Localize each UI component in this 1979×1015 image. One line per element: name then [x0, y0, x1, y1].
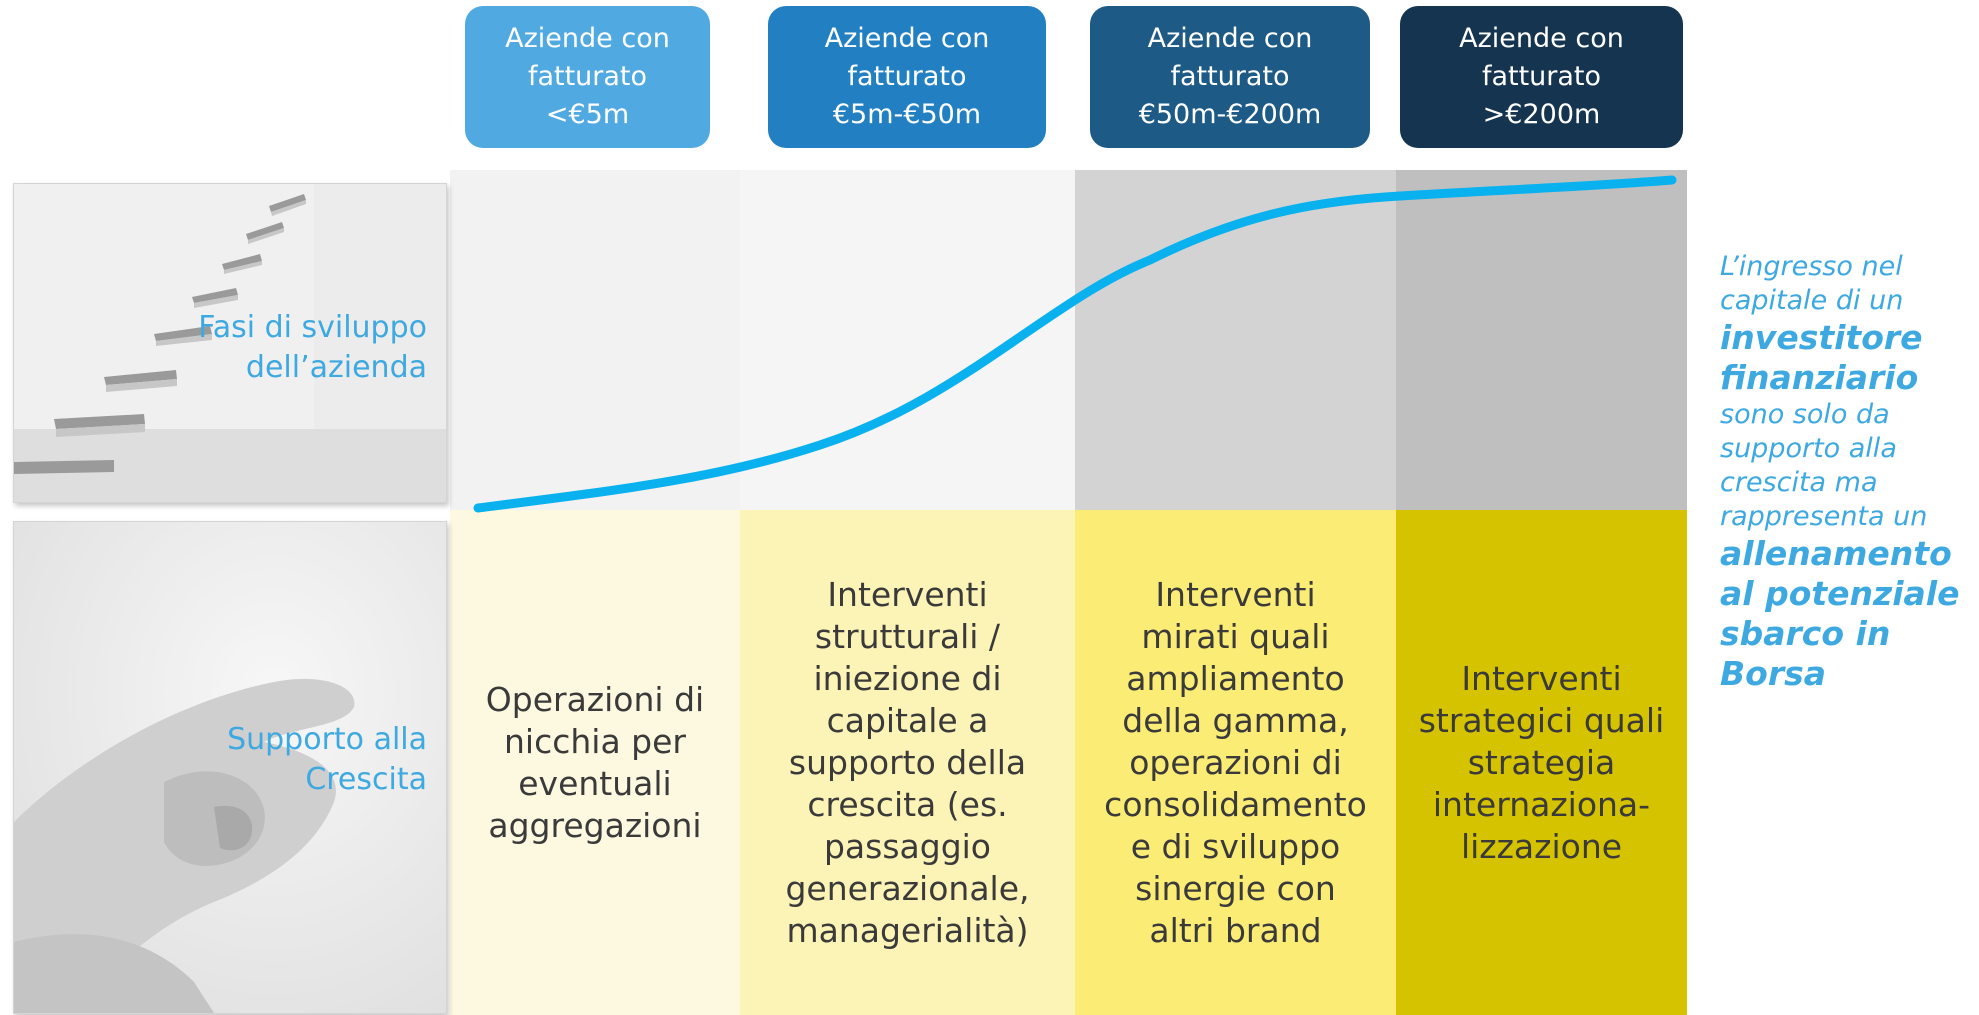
header-line: Aziende con	[505, 23, 670, 54]
support-line: strutturali /	[814, 616, 1001, 656]
investor-quote: L’ingresso nel capitale di un investitor…	[1720, 250, 1975, 694]
support-line: ampliamento	[1126, 658, 1345, 698]
support-text-1: Operazioni di nicchia per eventuali aggr…	[455, 510, 735, 1015]
quote-line: rappresenta un	[1720, 501, 1928, 532]
quote-line-emphasis: investitore	[1720, 318, 1923, 357]
support-line: passaggio	[823, 826, 991, 866]
support-band-2	[740, 510, 1075, 1015]
quote-line-emphasis: al potenziale	[1720, 574, 1960, 613]
header-line: <€5m	[545, 99, 630, 130]
header-line: Aziende con	[1147, 23, 1313, 54]
support-text-3: Interventi mirati quali ampliamento dell…	[1075, 510, 1396, 1015]
header-line: fatturato	[1170, 61, 1290, 92]
support-line: crescita (es.	[807, 784, 1008, 824]
support-line: e di sviluppo	[1130, 826, 1341, 866]
header-line: Aziende con	[1459, 23, 1624, 54]
support-line: nicchia per	[504, 721, 686, 761]
label-line: Crescita	[305, 762, 427, 797]
quote-line-emphasis: sbarco in	[1720, 614, 1891, 653]
header-line: €5m-€50m	[832, 99, 982, 130]
support-line: managerialità)	[786, 910, 1029, 950]
support-line: capitale a	[826, 700, 989, 740]
support-line: aggregazioni	[488, 805, 702, 845]
quote-line-emphasis: Borsa	[1720, 654, 1827, 693]
header-line: fatturato	[1481, 61, 1602, 92]
quote-line-emphasis: allenamento	[1720, 534, 1952, 573]
quote-line: crescita ma	[1720, 467, 1878, 498]
label-line: Fasi di sviluppo	[198, 310, 427, 345]
stage-band-1	[450, 170, 740, 510]
label-development-stages: Fasi di sviluppo dell’azienda	[198, 308, 427, 388]
header-revenue-50m-200m: Aziende con fatturato €50m-€200m	[1090, 6, 1370, 148]
header-line: fatturato	[847, 61, 967, 92]
support-line: Interventi	[1155, 574, 1316, 614]
support-line: altri brand	[1149, 910, 1322, 950]
label-growth-support: Supporto alla Crescita	[227, 720, 427, 800]
support-line: operazioni di	[1129, 742, 1342, 782]
support-text-4: Interventi strategici quali strategia in…	[1396, 510, 1687, 1015]
support-line: Operazioni di	[485, 679, 705, 719]
header-line: €50m-€200m	[1138, 99, 1322, 130]
support-band-4	[1396, 510, 1687, 1015]
header-revenue-under-5m: Aziende con fatturato <€5m	[465, 6, 710, 148]
support-line: supporto della	[788, 742, 1027, 782]
quote-line-emphasis: finanziario	[1720, 358, 1919, 397]
support-line: internaziona-	[1432, 784, 1651, 824]
support-line: Interventi	[827, 574, 988, 614]
support-line: Interventi	[1461, 658, 1622, 698]
quote-line: sono solo da	[1720, 399, 1890, 430]
support-line: strategia	[1467, 742, 1616, 782]
quote-line: L’ingresso nel	[1720, 251, 1903, 282]
support-band-1	[450, 510, 740, 1015]
quote-line: supporto alla	[1720, 433, 1897, 464]
support-line: eventuali	[518, 763, 672, 803]
support-line: della gamma,	[1122, 700, 1349, 740]
support-band-3	[1075, 510, 1396, 1015]
support-line: generazionale,	[785, 868, 1030, 908]
header-line: fatturato	[527, 61, 648, 92]
support-line: lizzazione	[1460, 826, 1623, 866]
support-line: consolidamento	[1104, 784, 1367, 824]
header-line: Aziende con	[824, 23, 990, 54]
header-revenue-over-200m: Aziende con fatturato >€200m	[1400, 6, 1683, 148]
quote-line: capitale di un	[1720, 285, 1904, 316]
stage-band-4	[1396, 170, 1687, 510]
support-line: strategici quali	[1418, 700, 1665, 740]
header-line: >€200m	[1482, 99, 1601, 130]
header-revenue-5m-50m: Aziende con fatturato €5m-€50m	[768, 6, 1046, 148]
support-line: mirati quali	[1141, 616, 1330, 656]
floating-stairs-photo	[13, 183, 447, 503]
support-line: sinergie con	[1135, 868, 1336, 908]
label-line: Supporto alla	[227, 722, 427, 757]
holding-hands-photo	[13, 521, 447, 1014]
label-line: dell’azienda	[245, 350, 427, 385]
support-line: iniezione di	[813, 658, 1002, 698]
support-text-2: Interventi strutturali / iniezione di ca…	[740, 510, 1075, 1015]
